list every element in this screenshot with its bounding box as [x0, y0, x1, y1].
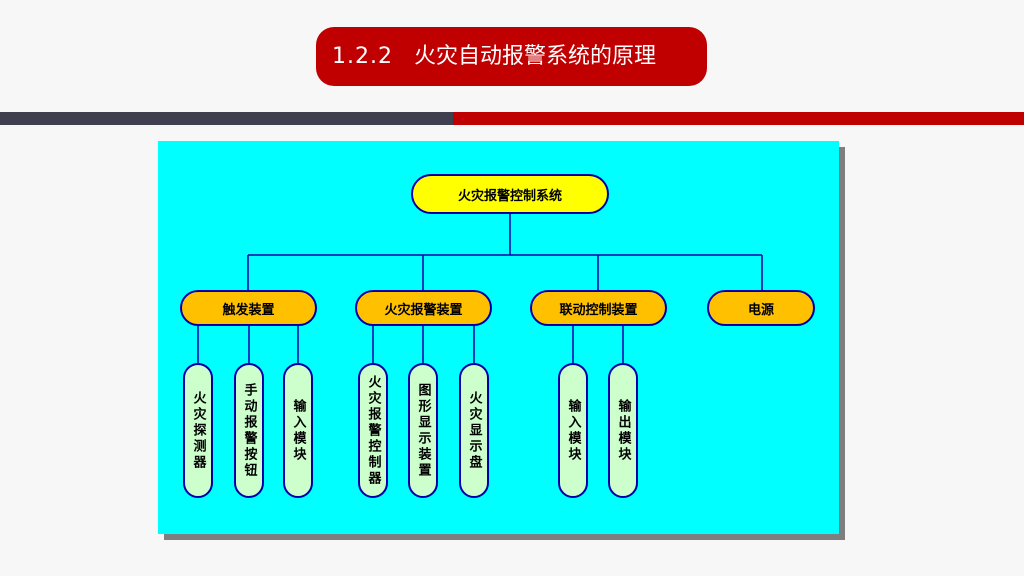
leaf-node-manual-alarm-button: 手动报警按钮 — [234, 363, 264, 498]
leaf-node-fire-detector: 火灾探测器 — [183, 363, 213, 498]
branch-node-power: 电源 — [707, 290, 815, 326]
branch-node-trigger: 触发装置 — [180, 290, 317, 326]
branch-node-linkage: 联动控制装置 — [530, 290, 667, 326]
header-divider-dark — [0, 112, 453, 125]
leaf-node-linkage-output-module: 输出模块 — [608, 363, 638, 498]
leaf-node-fire-display-panel: 火灾显示盘 — [459, 363, 489, 498]
header-divider-red — [453, 112, 1024, 125]
leaf-node-alarm-controller: 火灾报警控制器 — [358, 363, 388, 498]
diagram-root-node: 火灾报警控制系统 — [411, 174, 609, 214]
branch-node-alarm: 火灾报警装置 — [355, 290, 492, 326]
slide-title: 1.2.2 火灾自动报警系统的原理 — [316, 27, 707, 86]
leaf-node-linkage-input-module: 输入模块 — [558, 363, 588, 498]
leaf-node-graphic-display: 图形显示装置 — [408, 363, 438, 498]
slide-title-number: 1.2.2 — [332, 44, 393, 69]
leaf-node-input-module: 输入模块 — [283, 363, 313, 498]
slide-title-text: 火灾自动报警系统的原理 — [413, 44, 656, 69]
